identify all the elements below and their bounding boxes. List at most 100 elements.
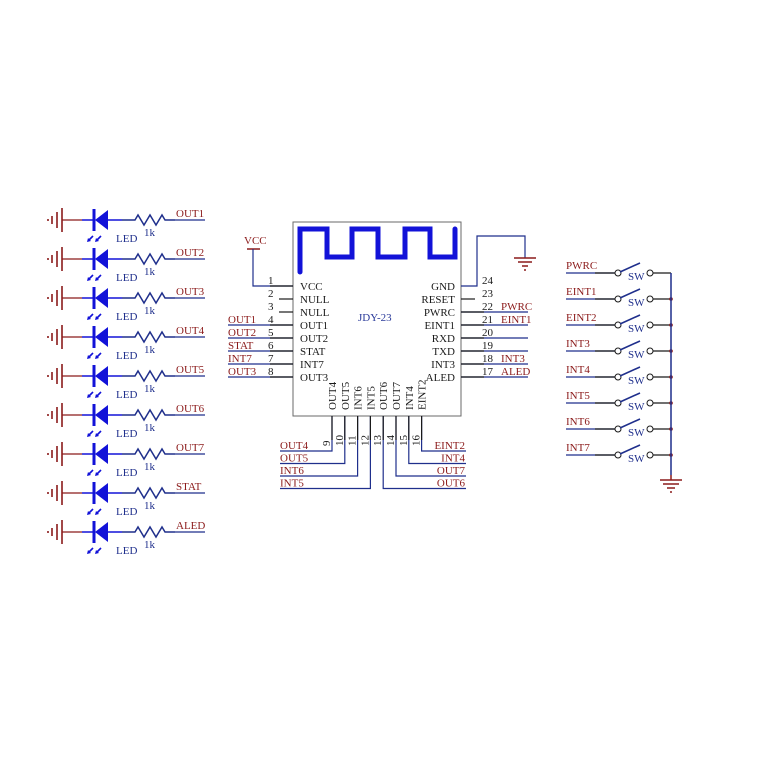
pin-number: 23 bbox=[482, 288, 494, 300]
switch-lever bbox=[619, 444, 641, 455]
pin-net-label: OUT4 bbox=[280, 440, 309, 452]
net-label: OUT1 bbox=[176, 208, 204, 220]
arrow-head bbox=[87, 355, 91, 359]
switch-label: SW bbox=[628, 323, 645, 335]
pin-name: INT6 bbox=[353, 386, 365, 410]
switch-contact bbox=[614, 269, 622, 277]
switch-lever bbox=[619, 262, 641, 273]
led-diode-icon bbox=[87, 248, 122, 281]
resistor-value: 1k bbox=[144, 539, 156, 551]
led-triangle bbox=[95, 366, 108, 386]
switch-contact bbox=[614, 451, 622, 459]
pin-net-label: STAT bbox=[228, 340, 254, 352]
switch-contact bbox=[646, 347, 654, 355]
switch-icon bbox=[614, 392, 654, 407]
switch-contact bbox=[646, 451, 654, 459]
resistor-value: 1k bbox=[144, 305, 156, 317]
switch-label: SW bbox=[628, 453, 645, 465]
pin-net-label: INT5 bbox=[280, 478, 304, 490]
net-label: OUT5 bbox=[176, 364, 205, 376]
ground-symbol-icon bbox=[47, 481, 63, 505]
resistor-icon bbox=[122, 408, 175, 422]
pin-name: NULL bbox=[300, 294, 330, 306]
arrow-head bbox=[87, 511, 91, 515]
switch-lever bbox=[619, 340, 641, 351]
switch-contact bbox=[646, 425, 654, 433]
gnd-wire bbox=[461, 235, 526, 287]
led-triangle bbox=[95, 522, 108, 542]
switch-lever bbox=[619, 392, 641, 403]
resistor-icon bbox=[122, 252, 175, 266]
arrow-head bbox=[87, 316, 91, 320]
net-label: STAT bbox=[176, 481, 202, 493]
pin-name: INT7 bbox=[300, 359, 324, 371]
led-triangle bbox=[95, 483, 108, 503]
net-label: OUT4 bbox=[176, 325, 205, 337]
pin-number: 14 bbox=[385, 435, 397, 447]
arrow-head bbox=[95, 316, 99, 320]
pin-name: STAT bbox=[300, 346, 326, 358]
antenna-trace-icon bbox=[297, 226, 458, 275]
net-label: OUT6 bbox=[176, 403, 205, 415]
pin-name: INT3 bbox=[431, 359, 455, 371]
led-diode-icon bbox=[87, 482, 122, 515]
pin-name: RXD bbox=[432, 333, 455, 345]
pin-number: 11 bbox=[347, 435, 359, 446]
pin-net-label: OUT2 bbox=[228, 327, 256, 339]
arrow-head bbox=[95, 472, 99, 476]
pin-net-label: ALED bbox=[501, 366, 530, 378]
switch-contact bbox=[646, 295, 654, 303]
switch-lever bbox=[619, 366, 641, 377]
resistor-value: 1k bbox=[144, 461, 156, 473]
arrow-head bbox=[87, 472, 91, 476]
led-diode-icon bbox=[87, 404, 122, 437]
switch-lever bbox=[619, 288, 641, 299]
led-label: LED bbox=[116, 545, 137, 557]
resistor-icon bbox=[122, 369, 175, 383]
arrow-head bbox=[95, 433, 99, 437]
arrow-head bbox=[87, 550, 91, 554]
ground-symbol-icon bbox=[47, 364, 63, 388]
ground-symbol-icon bbox=[47, 325, 63, 349]
switch-icon bbox=[614, 418, 654, 433]
ground-symbol-icon bbox=[47, 286, 63, 310]
led-label: LED bbox=[116, 311, 137, 323]
arrow-head bbox=[95, 550, 99, 554]
pin-number: 22 bbox=[482, 301, 493, 313]
vcc-power-label: VCC bbox=[244, 235, 267, 247]
arrow-head bbox=[87, 277, 91, 281]
pin-number: 20 bbox=[482, 327, 494, 339]
pin-net-label: INT4 bbox=[441, 453, 465, 465]
pin-net-label: OUT5 bbox=[280, 453, 309, 465]
pin-net-label: EINT1 bbox=[501, 314, 532, 326]
resistor-icon bbox=[122, 330, 175, 344]
led-triangle bbox=[95, 327, 108, 347]
led-label: LED bbox=[116, 350, 137, 362]
switch-contact bbox=[646, 373, 654, 381]
net-label: INT7 bbox=[566, 442, 590, 454]
pin-number: 2 bbox=[268, 288, 274, 300]
resistor-value: 1k bbox=[144, 422, 156, 434]
ground-symbol-icon bbox=[47, 520, 63, 544]
pin-net-label: OUT6 bbox=[437, 478, 466, 490]
pin-number: 12 bbox=[359, 435, 371, 446]
switch-contact bbox=[614, 321, 622, 329]
